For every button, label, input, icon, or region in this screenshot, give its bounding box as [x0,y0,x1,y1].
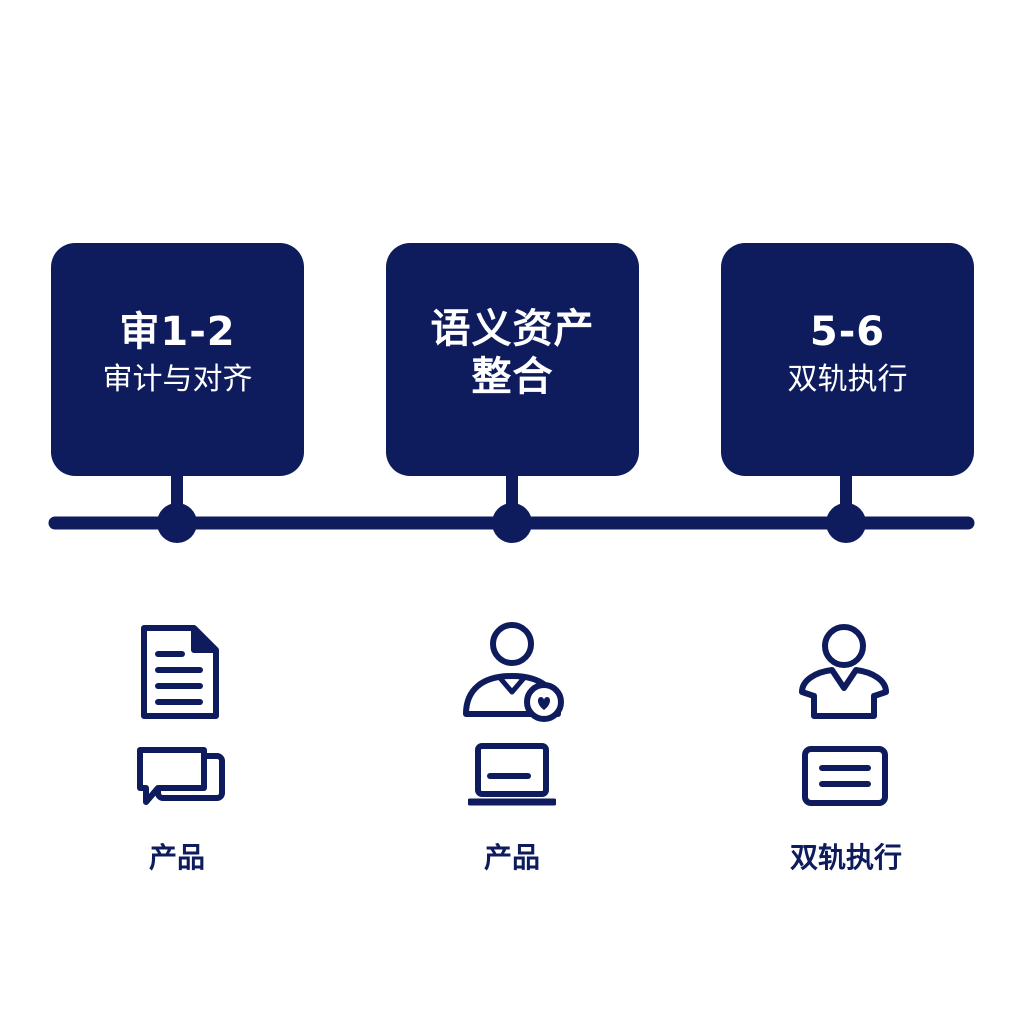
card-list-icon [802,746,888,806]
user-heart-icon [463,622,564,722]
phase-2-subtitle: 整合 [471,353,554,400]
laptop-icon [468,743,556,806]
phase-1-subtitle: 审计与对齐 [102,362,253,398]
phase-3-title: 5-6 [809,309,886,356]
phase-card-1: 审1-2 审计与对齐 [51,243,304,476]
phase-card-2: 语义资产 整合 [386,243,639,476]
timeline-node-3 [826,503,866,543]
column-1-label: 产品 [148,841,205,874]
column-2-label: 产品 [483,841,540,874]
phase-2-title: 语义资产 [430,306,595,353]
user-icon [799,624,889,719]
phase-3-subtitle: 双轨执行 [787,362,908,398]
timeline-node-1 [157,503,197,543]
chat-bubbles-icon [137,747,225,805]
phase-card-3: 5-6 双轨执行 [721,243,974,476]
timeline-node-2 [492,503,532,543]
phase-1-title: 审1-2 [119,309,236,356]
column-3-label: 双轨执行 [789,841,902,874]
document-icon [141,625,219,719]
